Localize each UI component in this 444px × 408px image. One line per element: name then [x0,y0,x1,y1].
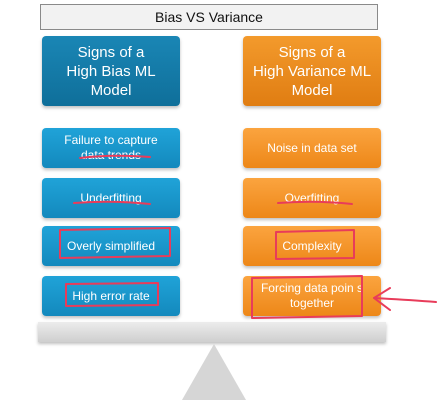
bias-item-label: Overly simplified [66,238,156,253]
high-variance-heading: Signs of a High Variance ML Model [243,36,381,106]
variance-item-label: Forcing data poin s together [260,281,364,310]
variance-item-label: Noise in data set [267,140,357,155]
variance-item-overfitting: Overfitting [243,178,381,218]
bias-item-trends: Failure to capture data trends [42,128,180,168]
bias-item-label: High error rate [72,288,150,303]
high-bias-heading: Signs of a High Bias ML Model [42,36,180,106]
bias-item-label: Failure to capture data trends [64,133,158,162]
variance-item-label: Overfitting [284,190,340,205]
diagram-title: Bias VS Variance [40,4,378,30]
variance-item-label: Complexity [282,238,342,253]
bias-item-label: Underfitting [80,190,142,205]
variance-item-complexity: Complexity [243,226,381,266]
variance-item-forcing: Forcing data poin s together [243,276,381,316]
balance-fulcrum [182,344,246,400]
arrow-pointer-shaft [373,297,437,303]
bias-item-simplified: Overly simplified [42,226,180,266]
balance-plank [38,322,386,342]
variance-item-noise: Noise in data set [243,128,381,168]
bias-item-error-rate: High error rate [42,276,180,316]
bias-item-underfitting: Underfitting [42,178,180,218]
